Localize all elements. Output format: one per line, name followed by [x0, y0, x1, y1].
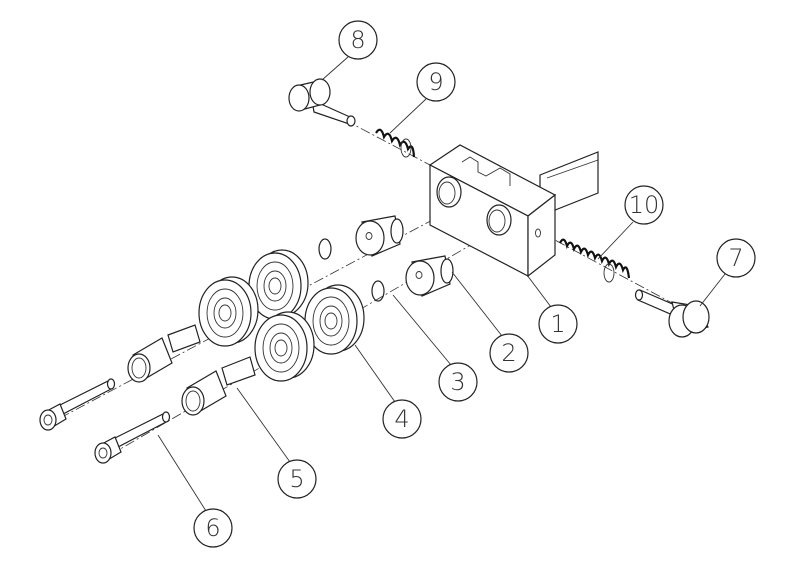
svg-text:10: 10: [629, 191, 660, 219]
svg-text:4: 4: [394, 405, 409, 433]
part-9-spring: [375, 128, 416, 158]
balloon-10: 10: [624, 185, 664, 225]
part-1-bracket: [428, 144, 599, 278]
balloon-1: 1: [538, 304, 578, 344]
part-10-spring: [559, 238, 631, 283]
part-2-roller-shafts: [355, 215, 454, 297]
balloon-9: 9: [416, 62, 456, 102]
balloon-3: 3: [438, 362, 478, 402]
svg-text:3: 3: [450, 368, 465, 396]
part-4-bearings: [198, 249, 365, 382]
svg-text:7: 7: [728, 244, 743, 272]
part-8-knob-pin: [288, 78, 356, 127]
balloon-7: 7: [716, 238, 756, 278]
part-7-knob-pin: [634, 289, 710, 338]
svg-text:8: 8: [350, 26, 365, 54]
svg-text:5: 5: [289, 465, 304, 493]
center-axes: [59, 119, 701, 456]
leader-lines: [157, 56, 726, 512]
part-6-screws: [39, 378, 171, 464]
balloon-6: 6: [193, 508, 233, 548]
svg-text:6: 6: [205, 514, 220, 542]
svg-text:1: 1: [550, 310, 565, 338]
svg-text:9: 9: [428, 68, 443, 96]
part-5-bushings: [127, 324, 256, 416]
balloon-4: 4: [382, 399, 422, 439]
part-3-retaining-rings: [318, 238, 385, 302]
balloon-5: 5: [277, 459, 317, 499]
balloon-2: 2: [489, 333, 529, 373]
svg-text:2: 2: [501, 339, 516, 367]
balloon-8: 8: [338, 20, 378, 60]
